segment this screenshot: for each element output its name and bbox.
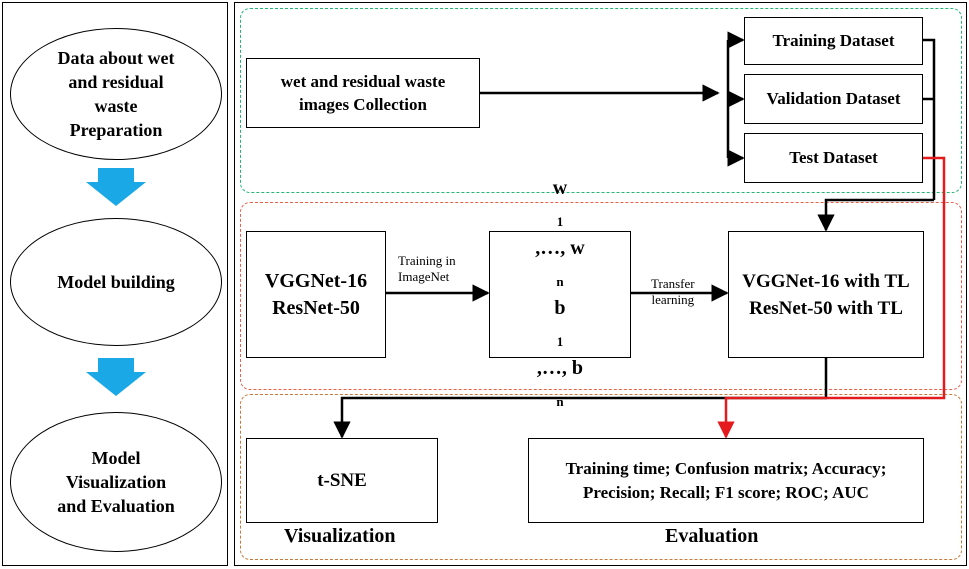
edge-label-training-line1: Training in [398, 253, 456, 268]
step-data-preparation-line2: and residual [68, 72, 164, 92]
metrics-line1: Training time; Confusion matrix; Accurac… [565, 458, 887, 478]
images-collection-line2: images Collection [299, 95, 427, 114]
step-data-preparation: Data about wet and residual waste Prepar… [10, 28, 222, 160]
edge-label-training-line2: ImageNet [398, 269, 450, 284]
data-stage-group [240, 8, 962, 193]
validation-dataset-box: Validation Dataset [744, 74, 923, 124]
test-dataset-box: Test Dataset [744, 133, 923, 183]
tl-model-vgg: VGGNet-16 with TL [742, 270, 910, 292]
step-data-preparation-line1: Data about wet [57, 48, 175, 68]
test-dataset-label: Test Dataset [789, 148, 878, 167]
down-arrow-icon [86, 168, 146, 206]
step-data-preparation-line4: Preparation [69, 120, 163, 140]
train-val-bus [923, 38, 936, 200]
step-visualization-evaluation-line2: Visualization [65, 472, 167, 492]
metrics-box: Training time; Confusion matrix; Accurac… [528, 438, 924, 523]
edge-label-transfer-learning: Transfer learning [651, 276, 695, 308]
pretrained-model-vgg: VGGNet-16 [264, 269, 368, 292]
visualization-caption: Visualization [284, 525, 396, 547]
training-dataset-box: Training Dataset [744, 17, 923, 65]
bus-to-tl-arrow [817, 198, 934, 232]
step-visualization-evaluation: Model Visualization and Evaluation [10, 412, 222, 552]
test-path-red [717, 156, 946, 439]
edge-label-transfer-line1: Transfer [651, 276, 695, 291]
step-model-building-label: Model building [57, 272, 175, 292]
pretrained-model-resnet: ResNet-50 [272, 296, 360, 319]
images-collection-line1: wet and residual waste [280, 72, 446, 91]
model-stage-group [240, 202, 962, 390]
validation-dataset-label: Validation Dataset [766, 89, 901, 108]
tsne-box: t-SNE [246, 438, 438, 523]
pretrained-models-box: VGGNet-16 ResNet-50 [246, 231, 386, 358]
tl-to-outputs-line [333, 358, 828, 439]
step-data-preparation-line3: waste [94, 96, 138, 116]
step-visualization-evaluation-line1: Model [91, 448, 141, 468]
step-model-building: Model building [10, 218, 222, 346]
down-arrow-icon [86, 358, 146, 396]
evaluation-stage-group [240, 394, 962, 560]
edge-label-transfer-line2: learning [651, 292, 695, 307]
training-dataset-label: Training Dataset [772, 31, 895, 50]
tl-model-resnet: ResNet-50 with TL [749, 297, 903, 319]
metrics-line2: Precision; Recall; F1 score; ROC; AUC [583, 482, 869, 502]
edge-label-training-in-imagenet: Training in ImageNet [398, 253, 456, 285]
tl-models-box: VGGNet-16 with TL ResNet-50 with TL [728, 231, 924, 358]
step-visualization-evaluation-line3: and Evaluation [57, 496, 175, 516]
evaluation-caption: Evaluation [665, 525, 759, 547]
tsne-label: t-SNE [317, 469, 367, 491]
images-collection-box: wet and residual waste images Collection [246, 58, 480, 128]
